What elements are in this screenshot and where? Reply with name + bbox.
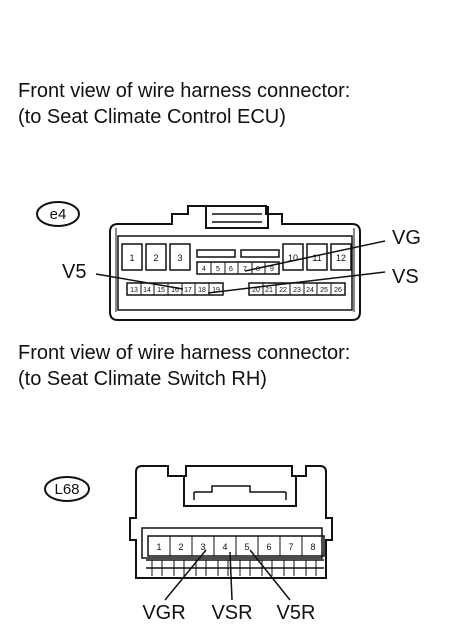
ecu-connector-labels: e4 1 2 3 10 11 12 4 5 6 7 8 9 13 14 15 1… [50,206,421,294]
ecu-latch [205,206,269,229]
ecu-connector-badge [36,201,80,227]
ecu-connector-code: e4 [50,206,67,223]
switch-pin-2: 2 [178,542,183,552]
switch-pin-1: 1 [156,542,161,552]
ecu-signal-v5: V5 [62,261,86,283]
ecu-pin-8: 8 [256,266,260,273]
switch-signal-vsr: VSR [211,602,252,624]
v5-leader-line [95,273,184,290]
ecu-connector [36,201,386,321]
ecu-pin-25: 25 [320,287,328,294]
ecu-pin-12: 12 [336,253,346,263]
ecu-connector-shell [109,205,361,321]
switch-pin-7: 7 [288,542,293,552]
ecu-signal-vg: VG [392,227,421,249]
vg-leader-line [244,240,386,272]
ecu-pin-18: 18 [198,287,206,294]
ecu-pin-14: 14 [143,287,151,294]
switch-connector-shell [129,465,333,579]
ecu-pin-3: 3 [177,253,182,263]
ecu-pin-17: 17 [184,287,192,294]
ecu-signal-vs: VS [392,266,419,288]
switch-pin-5: 5 [244,542,249,552]
ecu-pin-22: 22 [279,287,287,294]
ecu-pin-20: 20 [252,287,260,294]
switch-connector-caption: Front view of wire harness connector: (t… [18,340,350,392]
ecu-pin-11: 11 [312,253,321,263]
switch-pin-6: 6 [266,542,271,552]
switch-connector-labels: L68 1 2 3 4 5 6 7 8 VGR VSR V5R [54,481,315,624]
ecu-pin-9: 9 [270,266,274,273]
switch-caption-line2: (to Seat Climate Switch RH) [18,368,267,390]
switch-latch [183,476,297,507]
switch-connector-badge [44,476,90,502]
ecu-pin-19: 19 [212,287,220,294]
vgr-leader-line [164,549,207,601]
vsr-leader-line [229,551,233,601]
ecu-pin-5: 5 [216,266,220,273]
ecu-pin-24: 24 [306,287,314,294]
switch-signal-v5r: V5R [277,602,316,624]
ecu-pin-4: 4 [202,266,206,273]
ecu-caption-line2: (to Seat Climate Control ECU) [18,106,286,128]
switch-pin-4: 4 [222,542,227,552]
ecu-pin-21: 21 [265,287,273,294]
switch-connector-code: L68 [54,481,79,498]
ecu-pin-15: 15 [157,287,165,294]
switch-caption-line1: Front view of wire harness connector: [18,342,351,364]
ecu-pin-2: 2 [153,253,158,263]
vs-leader-line [207,271,386,294]
ecu-pin-6: 6 [229,266,233,273]
switch-pin-3: 3 [200,542,205,552]
switch-signal-vgr: VGR [142,602,185,624]
ecu-pin-13: 13 [130,287,138,294]
ecu-pin-7: 7 [243,266,247,273]
ecu-connector-caption: Front view of wire harness connector: (t… [18,78,350,130]
ecu-pin-1: 1 [129,253,134,263]
ecu-pin-16: 16 [171,287,179,294]
switch-connector [44,465,333,601]
ecu-caption-line1: Front view of wire harness connector: [18,80,351,102]
switch-pin-8: 8 [310,542,315,552]
v5r-leader-line [249,549,291,601]
ecu-pin-10: 10 [288,253,298,263]
ecu-pin-23: 23 [293,287,301,294]
ecu-pin-26: 26 [334,287,342,294]
